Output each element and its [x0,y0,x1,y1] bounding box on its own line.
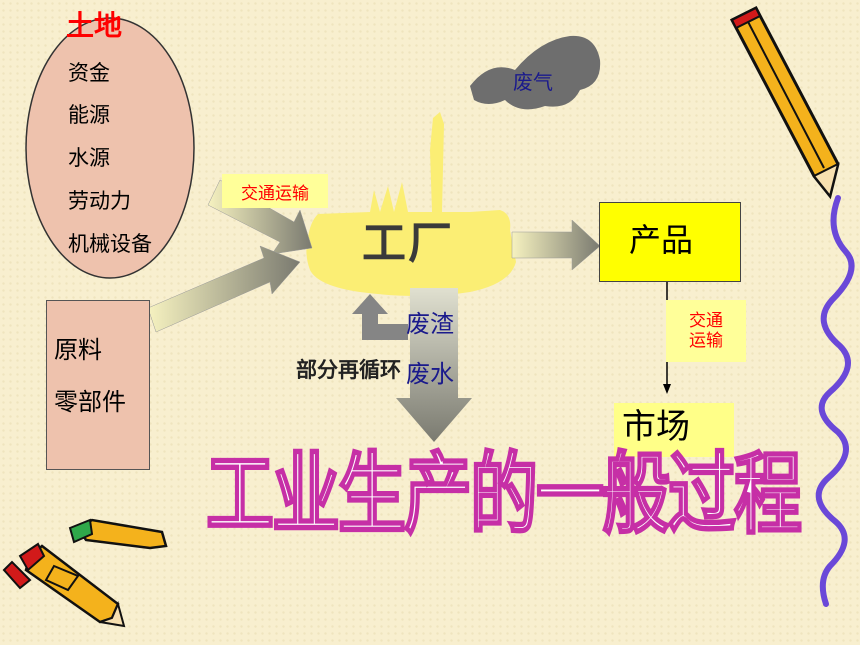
material-item: 零部件 [54,388,126,416]
transport-label-box-2: 交通 运输 [666,300,746,362]
page-title: 工业生产的一般过程 [205,444,803,547]
pencils-bottom-left-icon [2,518,168,628]
resource-title-land: 土地 [66,9,123,42]
factory-label: 工厂 [362,218,454,269]
resource-item: 能源 [68,103,110,127]
material-item: 原料 [54,336,102,364]
transport-label-text-2b: 运输 [689,331,723,351]
transport-label-box: 交通运输 [222,174,328,208]
recycle-label: 部分再循环 [296,358,401,382]
exhaust-label: 废气 [513,70,553,94]
market-box [614,403,734,457]
transport-label-text-2a: 交通 [689,310,723,331]
transport-label-text: 交通运输 [241,183,309,204]
waste-water-label: 废水 [406,360,454,388]
resource-item: 水源 [68,146,110,170]
resource-item: 资金 [68,61,110,85]
exhaust-cloud [470,35,601,110]
arrow-recycle [352,294,408,340]
squiggle-line [815,195,855,607]
materials-box [46,300,150,470]
market-label: 市场 [622,407,690,447]
arrow-factory-to-product [511,219,601,271]
waste-solid-label: 废渣 [406,310,454,338]
product-box [599,202,741,282]
factory-shape [306,112,516,296]
resource-item: 劳动力 [68,189,131,213]
arrow-product-to-market-head [663,384,671,394]
pencil-top-right-icon [729,6,840,200]
arrow-waste-down [396,288,472,442]
resource-item: 机械设备 [68,232,152,256]
product-label: 产品 [629,221,694,259]
arrow-materials-to-factory [147,245,301,333]
resources-oval [25,17,195,279]
